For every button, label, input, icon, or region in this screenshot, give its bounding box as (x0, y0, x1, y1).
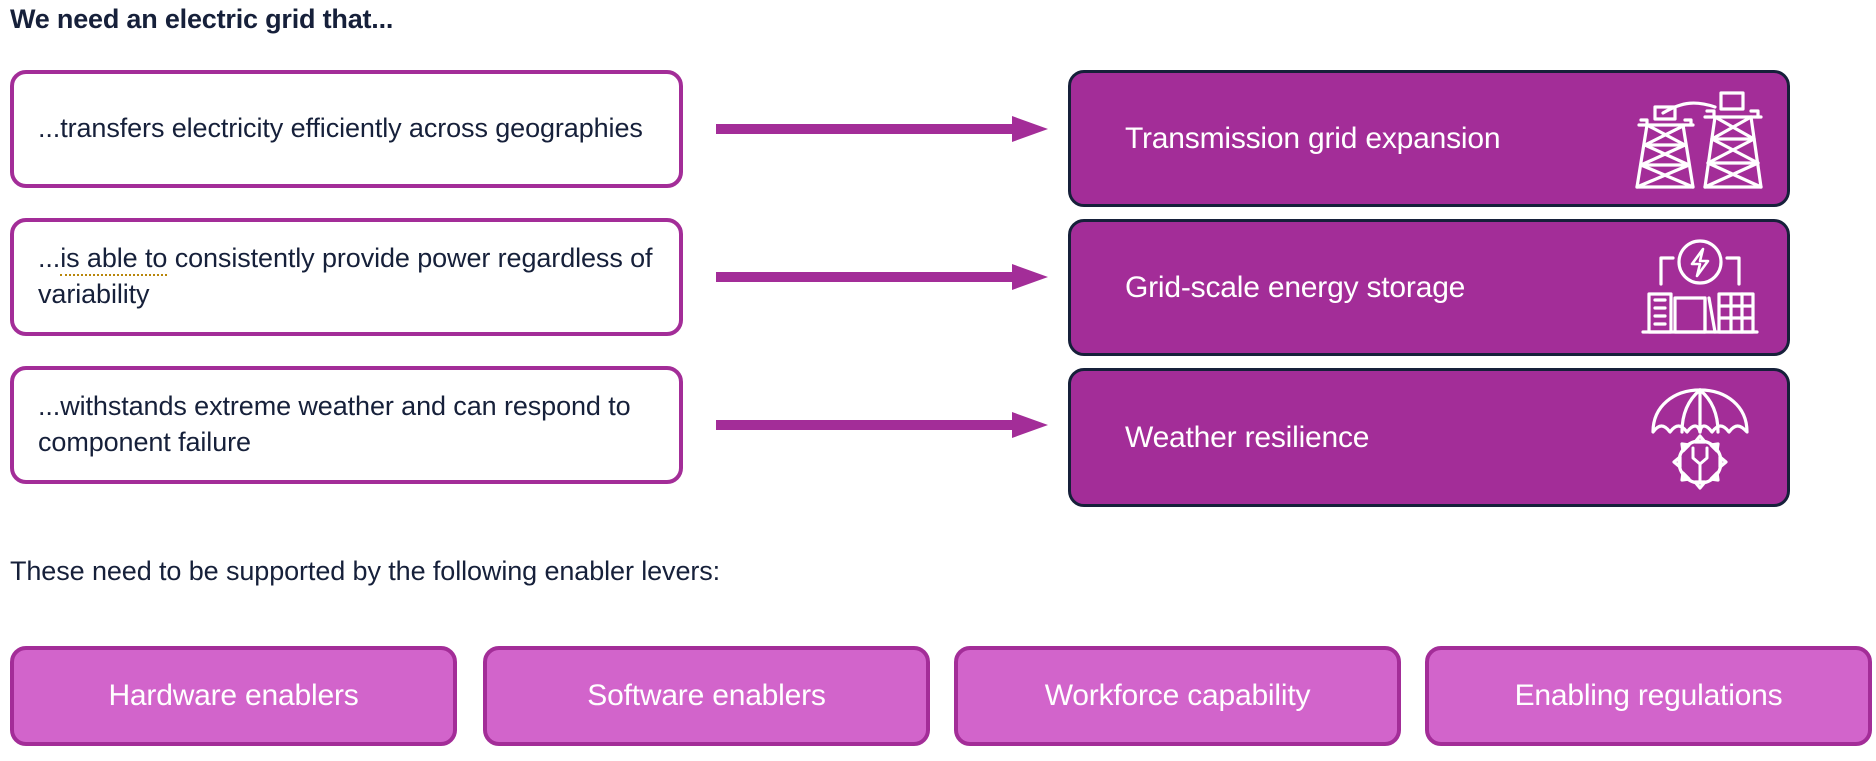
lever-label: Transmission grid expansion (1125, 121, 1501, 155)
need-card: ...is able to consistently provide power… (10, 218, 683, 336)
arrow-right-icon (716, 412, 1048, 438)
arrow-right-icon (716, 116, 1048, 142)
need-card: ...withstands extreme weather and can re… (10, 366, 683, 484)
enablers-intro-text: These need to be supported by the follow… (10, 556, 721, 586)
need-text-prefix: ... (38, 243, 61, 274)
need-text-prefix: ...transfers electricity efficiently acr… (38, 113, 643, 144)
enabler-label: Hardware enablers (108, 679, 359, 712)
lever-card-weather-resilience[interactable]: Weather resilience (1068, 368, 1790, 507)
enabler-chip-regulations[interactable]: Enabling regulations (1425, 646, 1872, 746)
transmission-tower-icon (1635, 90, 1763, 189)
need-card-text: ...transfers electricity efficiently acr… (38, 111, 643, 147)
enabler-label: Workforce capability (1044, 679, 1311, 712)
need-text-suffix: consistently provide power regardless of… (38, 243, 653, 309)
lever-label: Weather resilience (1125, 420, 1370, 454)
enabler-label: Software enablers (587, 679, 826, 712)
enabler-chip-workforce[interactable]: Workforce capability (954, 646, 1401, 746)
arrow-need-to-lever-1 (716, 114, 1048, 144)
arrow-need-to-lever-2 (716, 262, 1048, 292)
enabler-chip-software[interactable]: Software enablers (483, 646, 930, 746)
need-text-prefix: ...withstands extreme weather and can re… (38, 391, 631, 457)
lever-card-transmission[interactable]: Transmission grid expansion (1068, 70, 1790, 207)
grammar-suggestion-underline[interactable]: is able to (60, 243, 167, 277)
arrow-need-to-lever-3 (716, 410, 1048, 440)
battery-storage-plant-icon (1641, 238, 1759, 334)
need-card-text: ...withstands extreme weather and can re… (38, 389, 655, 461)
umbrella-gear-wrench-icon (1651, 387, 1749, 490)
page-title: We need an electric grid that... (10, 4, 394, 34)
need-card-text: ...is able to consistently provide power… (38, 241, 655, 313)
lever-card-storage[interactable]: Grid-scale energy storage (1068, 219, 1790, 356)
need-card: ...transfers electricity efficiently acr… (10, 70, 683, 188)
lever-label: Grid-scale energy storage (1125, 270, 1466, 304)
arrow-right-icon (716, 264, 1048, 290)
enabler-label: Enabling regulations (1514, 679, 1783, 712)
enabler-chip-hardware[interactable]: Hardware enablers (10, 646, 457, 746)
